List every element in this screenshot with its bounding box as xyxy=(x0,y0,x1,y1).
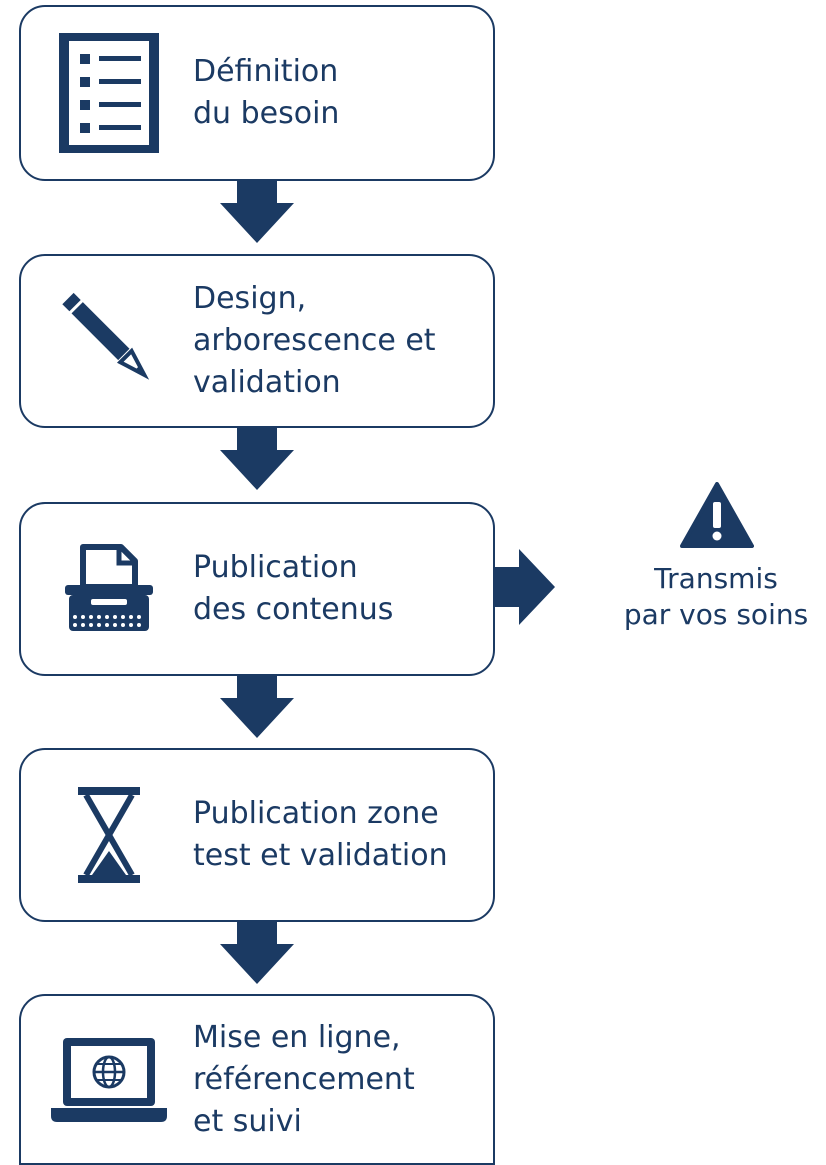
warning-icon xyxy=(680,482,754,548)
arrow-down-icon xyxy=(220,921,294,984)
step-label: Publication zone test et validation xyxy=(193,796,448,873)
side-note-text: Transmis par vos soins xyxy=(623,562,809,631)
step-zone-test: Publication zone test et validation xyxy=(19,748,495,922)
arrow-down-icon xyxy=(220,427,294,490)
step-design: Design, arborescence et validation xyxy=(19,254,495,428)
checklist-icon xyxy=(49,33,169,153)
typewriter-icon xyxy=(49,529,169,649)
arrow-down-icon xyxy=(220,180,294,243)
step-label: Mise en ligne, référencement et suivi xyxy=(193,1019,415,1139)
step-mise-en-ligne: Mise en ligne, référencement et suivi xyxy=(19,994,495,1165)
laptop-globe-icon xyxy=(49,1020,169,1140)
arrow-right-icon xyxy=(493,549,555,625)
pencil-icon xyxy=(49,281,169,401)
step-label: Design, arborescence et validation xyxy=(193,281,436,400)
step-publication-contenus: Publication des contenus xyxy=(19,502,495,676)
hourglass-icon xyxy=(49,775,169,895)
step-definition: Définition du besoin xyxy=(19,5,495,181)
arrow-down-icon xyxy=(220,675,294,738)
step-label: Définition du besoin xyxy=(193,54,340,131)
step-label: Publication des contenus xyxy=(193,550,394,627)
